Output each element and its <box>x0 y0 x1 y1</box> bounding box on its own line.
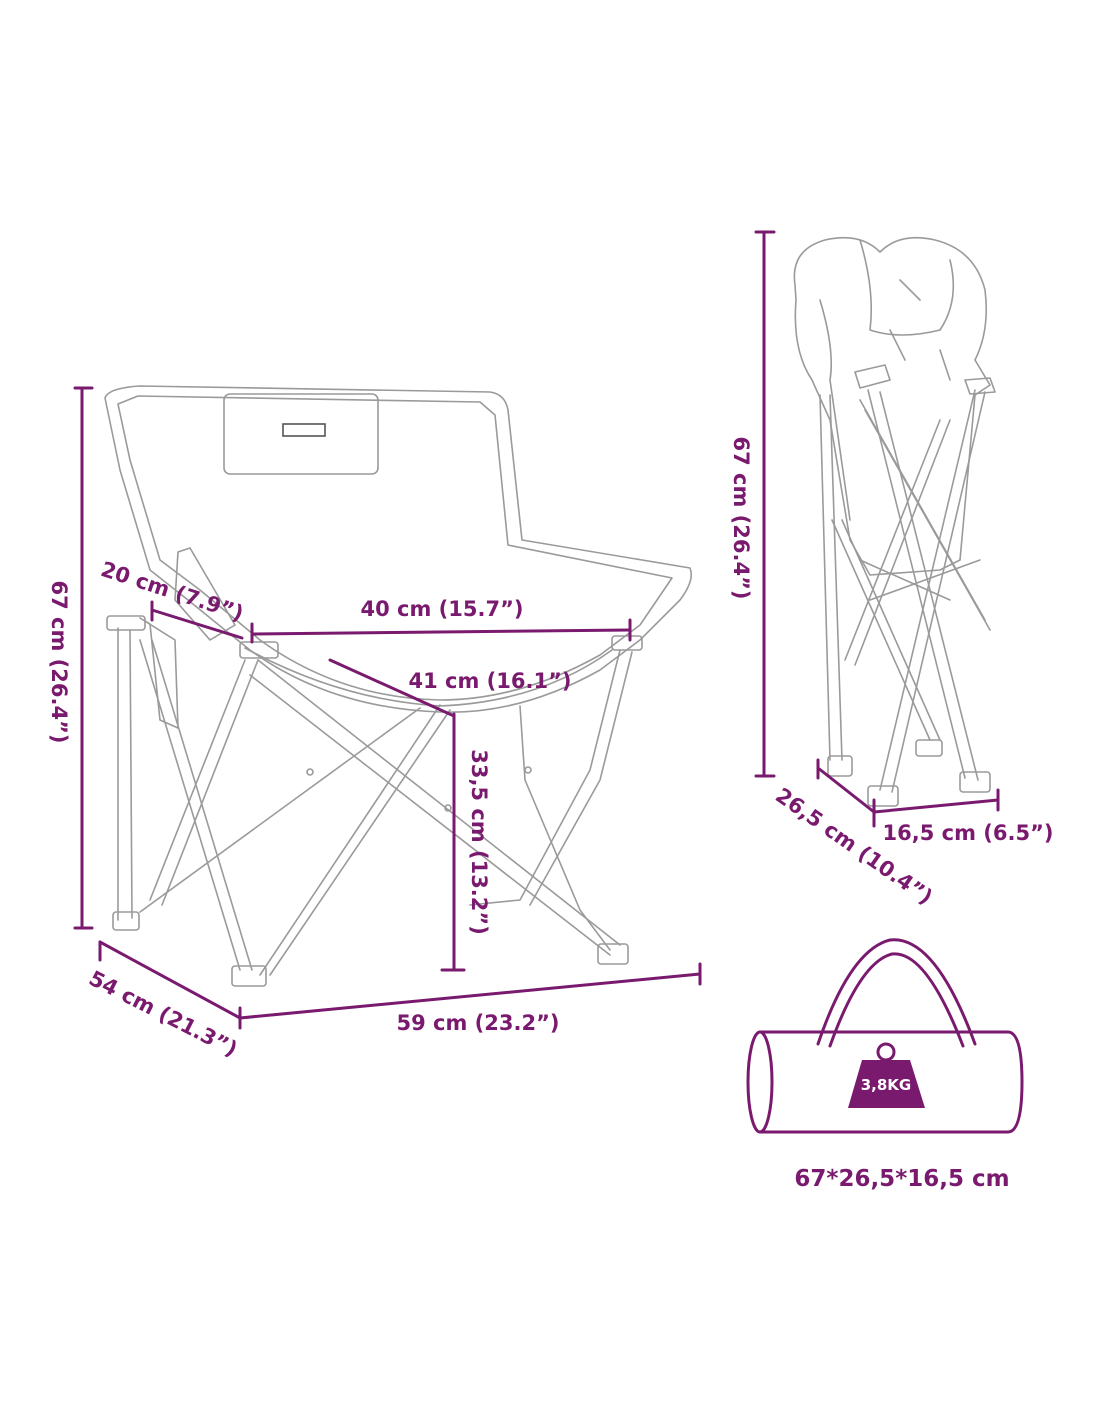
chair-sketch <box>104 385 693 987</box>
folded-height-label: 67 cm (26.4”) <box>729 437 753 600</box>
chair-depth-label: 54 cm (21.3”) <box>85 966 241 1061</box>
seat-width-label: 40 cm (15.7”) <box>361 597 524 621</box>
bag-size-label: 67*26,5*16,5 cm <box>794 1166 1009 1192</box>
folded-chair-sketch <box>793 236 996 807</box>
carry-bag: 3,8KG 67*26,5*16,5 cm <box>746 938 1024 1192</box>
seat-depth-label: 41 cm (16.1”) <box>409 669 572 693</box>
weight-icon: 3,8KG <box>848 1042 925 1108</box>
folded-depth-label: 26,5 cm (10.4”) <box>771 783 937 909</box>
seat-height-label: 33,5 cm (13.2”) <box>467 749 491 935</box>
chair-width-label: 59 cm (23.2”) <box>397 1011 560 1035</box>
folded-width-label: 16,5 cm (6.5”) <box>883 821 1054 845</box>
bag-weight-label: 3,8KG <box>861 1076 912 1094</box>
chair-height-label: 67 cm (26.4”) <box>47 581 71 744</box>
